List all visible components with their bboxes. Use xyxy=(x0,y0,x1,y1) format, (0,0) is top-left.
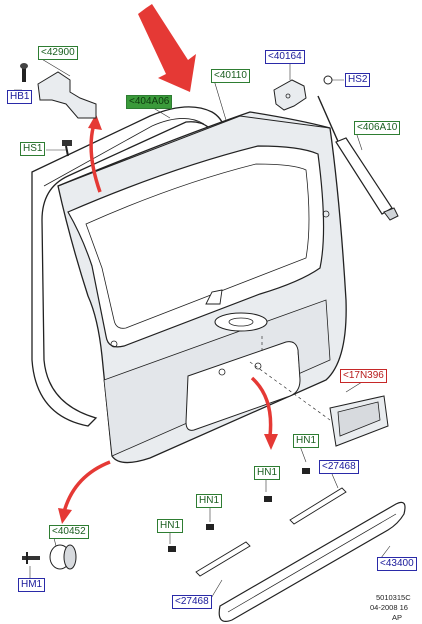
leader-lines xyxy=(14,57,391,601)
wiper-boss xyxy=(205,289,223,305)
callout-hn1-a[interactable]: HN1 xyxy=(293,434,320,448)
side-mount-left xyxy=(110,340,118,348)
callout-43400[interactable]: <43400 xyxy=(377,557,417,571)
hinge-assembly xyxy=(20,63,97,157)
indicator-arrow xyxy=(138,4,196,92)
red-arrow-lock xyxy=(62,460,111,513)
callout-hm1[interactable]: HM1 xyxy=(18,578,46,592)
lock-cylinder xyxy=(22,544,77,570)
licence-plate-recess xyxy=(185,341,301,431)
callout-42900[interactable]: <42900 xyxy=(38,46,78,60)
callout-hn1-c[interactable]: HN1 xyxy=(196,494,223,508)
red-arrow-hinge-head xyxy=(88,114,102,130)
badge xyxy=(228,317,254,327)
red-arrow-plate xyxy=(250,376,273,437)
callout-hs2[interactable]: HS2 xyxy=(345,73,371,87)
callout-hn1-b[interactable]: HN1 xyxy=(254,466,281,480)
reference-code: 5010315C xyxy=(376,593,411,602)
reference-region: AP xyxy=(392,613,403,622)
red-arrow-lock-head xyxy=(58,508,72,524)
callout-hn1-d[interactable]: HN1 xyxy=(157,519,184,533)
callout-404a06[interactable]: <404A06 xyxy=(126,95,173,109)
weatherstrip-seal xyxy=(31,106,227,427)
callout-40164[interactable]: <40164 xyxy=(265,50,305,64)
callout-27468-top[interactable]: <27468 xyxy=(319,460,359,474)
nut-fastener-3 xyxy=(206,524,214,530)
weatherstrip-seal-inner xyxy=(43,118,205,187)
gas-strut xyxy=(317,95,399,221)
window-aperture xyxy=(67,145,325,348)
dashed-leader-line xyxy=(249,336,331,421)
handle-hole-left xyxy=(218,368,226,376)
callout-27468-bottom[interactable]: <27468 xyxy=(172,595,212,609)
gas-strut-bracket xyxy=(273,75,333,111)
nut-fastener-2 xyxy=(264,496,272,502)
reference-date: 04-2008 16 xyxy=(370,603,408,612)
red-arrow-plate-head xyxy=(264,434,278,450)
callout-40452[interactable]: <40452 xyxy=(49,525,89,539)
callout-hb1[interactable]: HB1 xyxy=(7,90,33,104)
tailgate-moulding xyxy=(218,501,406,622)
nut-fastener-4 xyxy=(168,546,176,552)
badge-recess xyxy=(214,312,268,332)
red-arrow-hinge xyxy=(89,123,102,193)
window-inner-lip xyxy=(85,163,310,329)
trim-seal-strip-upper xyxy=(289,487,347,525)
tailgate-moulding-edge xyxy=(227,513,397,613)
callout-17n396[interactable]: <17N396 xyxy=(340,369,387,383)
side-mount-right xyxy=(322,210,330,218)
nut-fastener-1 xyxy=(302,468,310,474)
callout-406a10[interactable]: <406A10 xyxy=(354,121,401,135)
callout-hs1[interactable]: HS1 xyxy=(20,142,46,156)
licence-plate-bracket xyxy=(329,395,389,447)
callout-40110[interactable]: <40110 xyxy=(211,69,250,83)
trim-seal-strip-lower xyxy=(195,541,251,577)
tailgate-top-edge xyxy=(57,115,331,187)
